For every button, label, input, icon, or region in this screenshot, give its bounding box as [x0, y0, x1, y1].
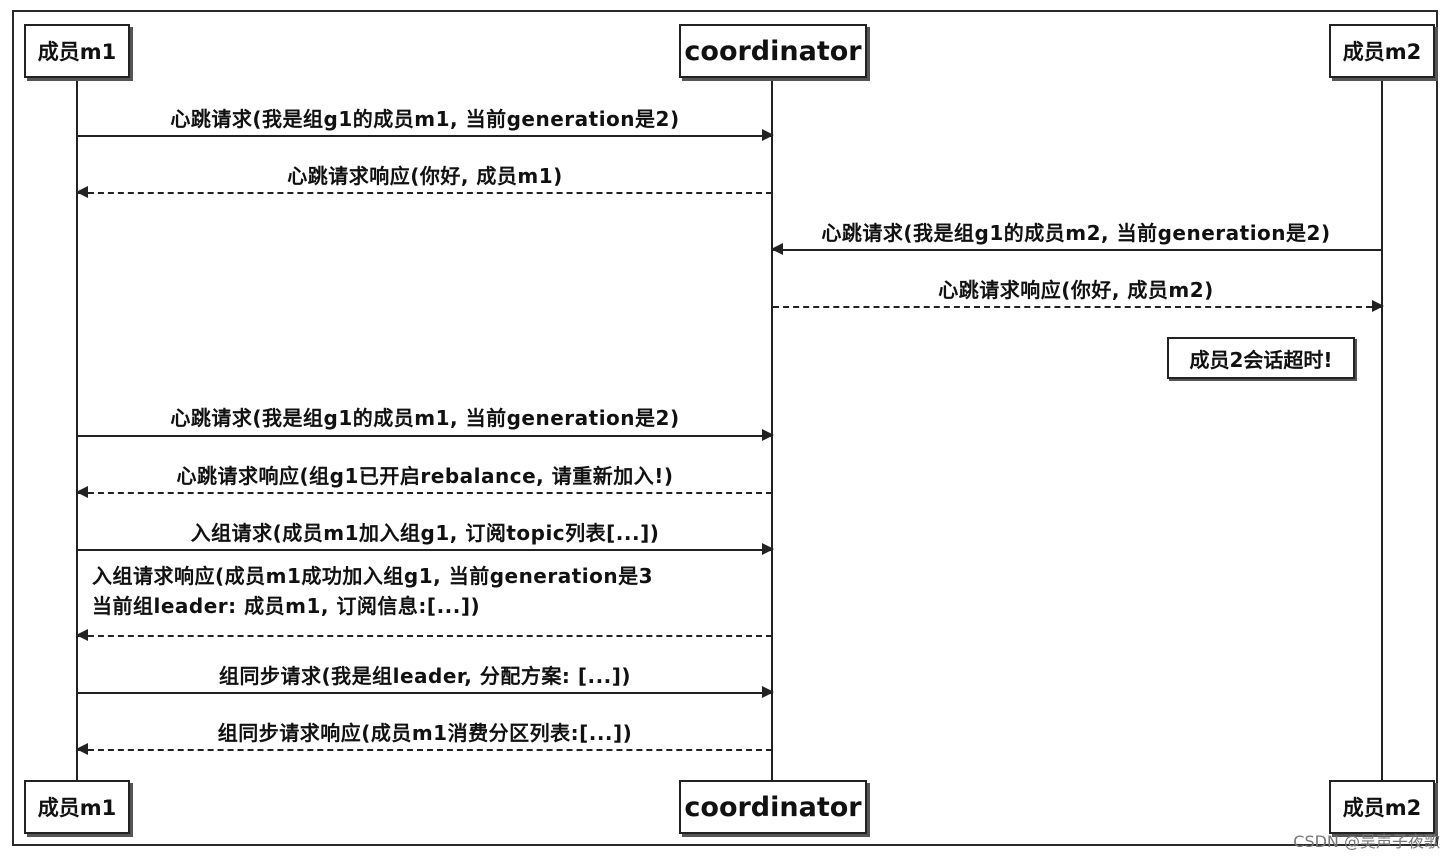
arrowhead-icon	[762, 429, 774, 441]
message-label: 组同步请求响应(成员m1消费分区列表:[...])	[217, 721, 633, 745]
arrowhead-icon	[76, 629, 88, 641]
message-label: 心跳请求响应(你好, 成员m2)	[938, 278, 1214, 302]
actor-coordinator-bottom: coordinator	[679, 780, 867, 834]
arrowhead-icon	[771, 243, 783, 255]
message-label: 心跳请求响应(组g1已开启rebalance, 请重新加入!)	[176, 464, 674, 488]
arrowhead-icon	[76, 743, 88, 755]
arrowhead-icon	[76, 486, 88, 498]
message-label: 入组请求(成员m1加入组g1, 订阅topic列表[...])	[190, 521, 660, 545]
actor-m2-bottom: 成员m2	[1329, 780, 1435, 834]
arrowhead-icon	[1372, 300, 1384, 312]
lifeline-m2	[1381, 78, 1383, 780]
arrowhead-icon	[762, 129, 774, 141]
message-label: 组同步请求(我是组leader, 分配方案: [...])	[218, 664, 632, 688]
actor-coordinator-top: coordinator	[679, 24, 867, 78]
watermark: CSDN @吴声子夜歌	[1293, 832, 1440, 851]
message-label: 心跳请求响应(你好, 成员m1)	[287, 164, 563, 188]
actor-m1-bottom: 成员m1	[24, 780, 130, 834]
actor-m1-top: 成员m1	[24, 24, 130, 78]
arrowhead-icon	[762, 686, 774, 698]
message-label: 心跳请求(我是组g1的成员m2, 当前generation是2)	[821, 221, 1331, 245]
session-timeout-note: 成员2会话超时!	[1167, 337, 1355, 379]
message-label: 心跳请求(我是组g1的成员m1, 当前generation是2)	[170, 107, 680, 131]
diagram-frame	[12, 10, 1438, 846]
lifeline-m1	[76, 78, 78, 780]
message-label: 心跳请求(我是组g1的成员m1, 当前generation是2)	[170, 406, 680, 430]
message-label: 入组请求响应(成员m1成功加入组g1, 当前generation是3	[92, 564, 654, 588]
message-label-line2: 当前组leader: 成员m1, 订阅信息:[...])	[92, 594, 481, 618]
actor-m2-top: 成员m2	[1329, 24, 1435, 78]
arrowhead-icon	[76, 186, 88, 198]
arrowhead-icon	[762, 543, 774, 555]
